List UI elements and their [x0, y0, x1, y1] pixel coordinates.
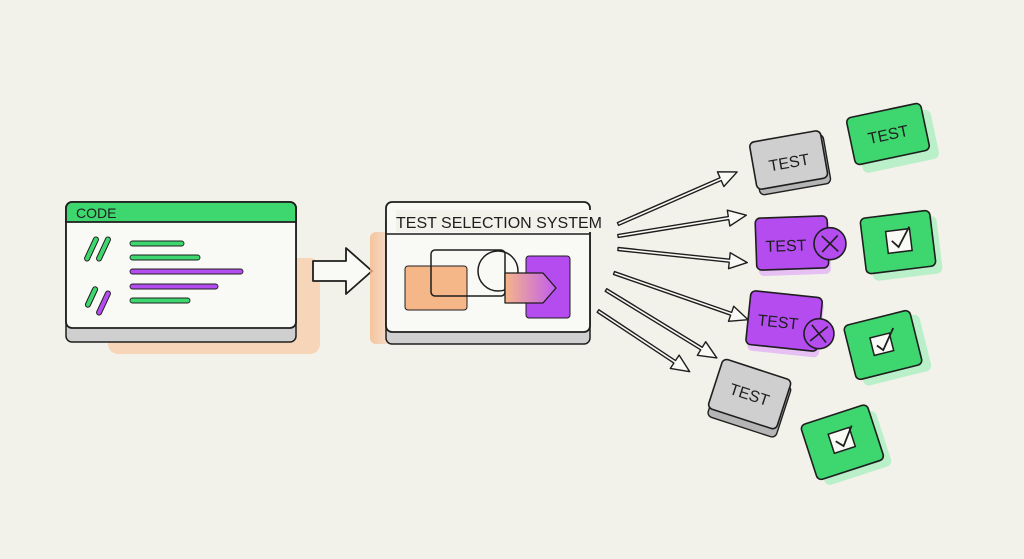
- test-label: TEST: [757, 312, 800, 333]
- test-card-passed: [843, 309, 932, 386]
- test-label: TEST: [768, 152, 811, 176]
- code-lines: [129, 240, 244, 304]
- checkbox-checked-icon: [884, 226, 913, 255]
- test-card-passed: TEST: [845, 102, 939, 173]
- system-title-backdrop: [396, 210, 618, 232]
- arrow-right-icon: [612, 270, 749, 323]
- test-card-failed: TEST: [754, 215, 847, 276]
- test-card-passed: [859, 209, 943, 281]
- cross-icon: [803, 317, 835, 350]
- outline-circle: [477, 250, 519, 292]
- code-window-titlebar: [65, 201, 297, 223]
- arrow-right-icon: [604, 288, 718, 359]
- test-card-passed: [800, 404, 892, 485]
- code-slashes-bottom: [84, 286, 111, 316]
- code-line: [129, 283, 219, 290]
- system-title: TEST SELECTION SYSTEM: [396, 215, 602, 232]
- code-line: [129, 240, 185, 247]
- code-line: [129, 268, 244, 275]
- test-card-gray: TEST: [707, 358, 792, 438]
- code-window: CODE: [65, 201, 320, 354]
- test-card-failed: TEST: [745, 290, 835, 358]
- cross-icon: [813, 226, 847, 261]
- fan-arrows: [596, 171, 749, 373]
- test-selection-system: TEST SELECTION SYSTEM: [370, 201, 618, 345]
- code-line: [129, 297, 191, 304]
- arrow-right-icon: [617, 246, 748, 270]
- arrow-right-icon: [312, 247, 373, 295]
- code-line: [129, 254, 201, 261]
- test-card-gray: TEST: [749, 130, 832, 196]
- test-label: TEST: [765, 237, 807, 255]
- checkbox-checked-icon: [868, 327, 895, 357]
- code-window-title: CODE: [76, 205, 116, 221]
- orange-block: [404, 265, 468, 311]
- arrow-right-icon: [596, 309, 691, 373]
- code-slashes-top: [84, 236, 111, 262]
- arrow-right-icon: [617, 209, 748, 239]
- arrow-right-icon: [616, 171, 738, 227]
- tag-shape: [504, 272, 557, 304]
- checkbox-checked-icon: [827, 425, 857, 455]
